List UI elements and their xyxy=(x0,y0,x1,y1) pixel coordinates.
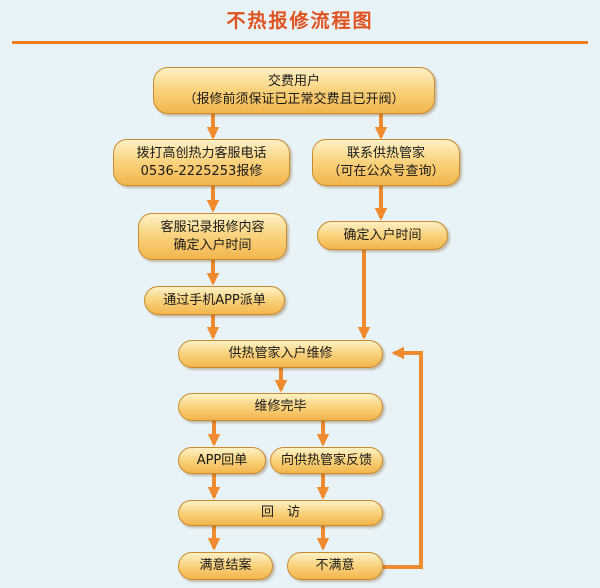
node-home-repair-label: 供热管家入户维修 xyxy=(228,346,333,361)
node-confirm-time-label: 确定入户时间 xyxy=(343,227,422,243)
node-repair-done-label: 维修完毕 xyxy=(254,399,307,414)
node-contact-manager: 联系供热管家 （可在公众号查询） xyxy=(312,139,460,186)
node-unsatisfied: 不满意 xyxy=(287,552,383,580)
node-contact-manager-note: （可在公众号查询） xyxy=(327,163,445,179)
node-app-dispatch: 通过手机APP派单 xyxy=(144,286,285,315)
node-app-dispatch-label: 通过手机APP派单 xyxy=(163,292,266,308)
title-underline xyxy=(12,41,588,44)
node-home-repair: 供热管家入户维修 xyxy=(178,340,383,368)
node-call-hotline: 拨打高创热力客服电话 0536-2225253报修 xyxy=(113,139,290,186)
arrow-unsatisfied-loop-back xyxy=(383,346,423,569)
node-pay-user-title: 交费用户 xyxy=(267,73,320,89)
node-app-reply-label: APP回单 xyxy=(196,452,248,468)
node-record-content: 客服记录报修内容 确定入户时间 xyxy=(138,213,287,260)
node-pay-user: 交费用户 （报修前须保证已正常交费且已开阀） xyxy=(153,67,435,114)
node-repair-done: 维修完毕 xyxy=(178,393,383,421)
node-record-content-title: 客服记录报修内容 xyxy=(160,219,265,235)
node-revisit: 回 访 xyxy=(178,500,383,526)
node-satisfied-label: 满意结案 xyxy=(199,558,252,573)
page-title: 不热报修流程图 xyxy=(226,10,374,32)
node-call-hotline-number: 0536-2225253报修 xyxy=(140,163,263,179)
node-record-content-time: 确定入户时间 xyxy=(173,237,252,253)
node-feedback: 向供热管家反馈 xyxy=(270,447,383,474)
node-call-hotline-title: 拨打高创热力客服电话 xyxy=(136,145,267,161)
node-satisfied: 满意结案 xyxy=(178,552,273,580)
node-revisit-label: 回 访 xyxy=(260,505,300,520)
node-app-reply: APP回单 xyxy=(178,447,266,474)
node-unsatisfied-label: 不满意 xyxy=(315,558,355,573)
node-confirm-time: 确定入户时间 xyxy=(317,221,448,250)
node-feedback-label: 向供热管家反馈 xyxy=(280,452,372,468)
node-contact-manager-title: 联系供热管家 xyxy=(346,145,425,161)
node-pay-user-note: （报修前须保证已正常交费且已开阀） xyxy=(183,91,405,107)
